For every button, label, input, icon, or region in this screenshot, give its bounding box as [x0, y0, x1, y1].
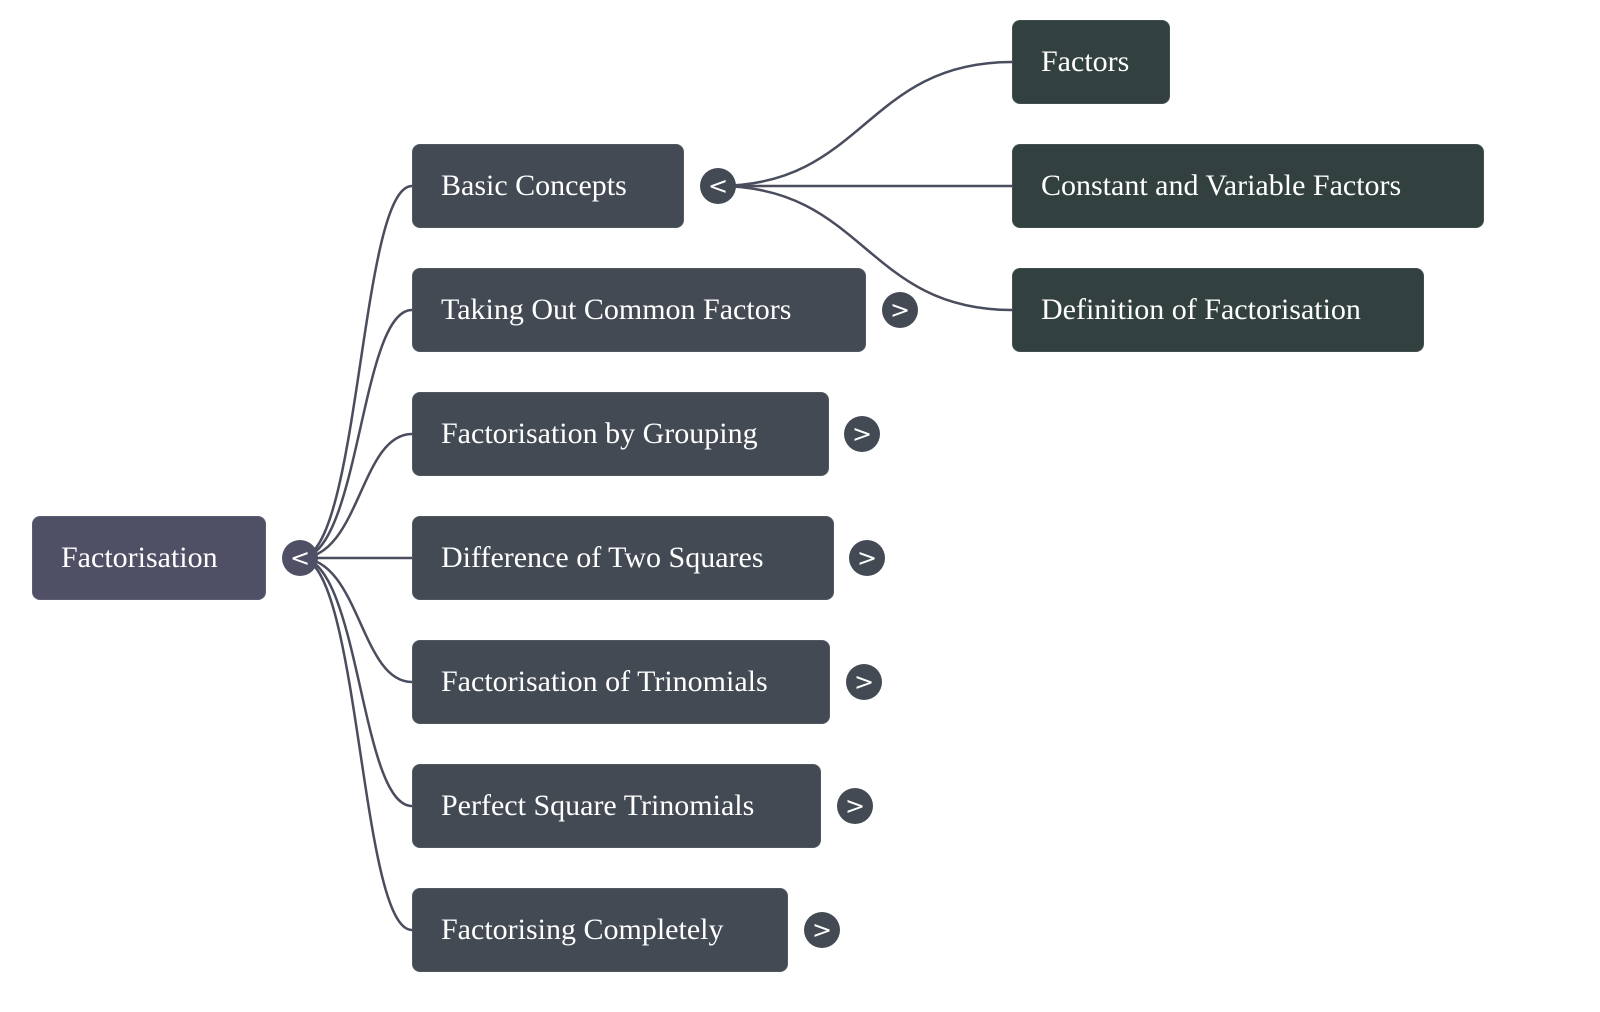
- topic-label: Taking Out Common Factors: [441, 293, 792, 326]
- link-root-to-topic: [299, 432, 413, 560]
- link-root-to-topic: [299, 556, 413, 808]
- expand-toggle-icon[interactable]: >: [804, 912, 840, 948]
- root-node-label: Factorisation: [61, 541, 218, 574]
- topic-label: Factorisation by Grouping: [441, 417, 758, 450]
- topic-node-factorising-completely[interactable]: Factorising Completely: [412, 888, 788, 972]
- expand-toggle-icon[interactable]: >: [844, 416, 880, 452]
- topic-node-factorisation-by-grouping[interactable]: Factorisation by Grouping: [412, 392, 829, 476]
- link-root-to-topic: [299, 308, 413, 560]
- link-root-to-topic: [299, 184, 413, 560]
- link-root-to-topic: [299, 556, 413, 684]
- expand-toggle-icon[interactable]: >: [846, 664, 882, 700]
- subtopic-label: Definition of Factorisation: [1041, 293, 1361, 326]
- topic-label: Basic Concepts: [441, 169, 627, 202]
- subtopic-label: Constant and Variable Factors: [1041, 169, 1402, 202]
- topic-label: Perfect Square Trinomials: [441, 789, 755, 822]
- topic-label: Difference of Two Squares: [441, 541, 764, 574]
- subtopic-node-definition-of-factorisation[interactable]: Definition of Factorisation: [1012, 268, 1424, 352]
- expand-toggle-icon[interactable]: >: [849, 540, 885, 576]
- subtopic-node-factors[interactable]: Factors: [1012, 20, 1170, 104]
- topic-node-factorisation-of-trinomials[interactable]: Factorisation of Trinomials: [412, 640, 830, 724]
- topic-node-perfect-square-trinomials[interactable]: Perfect Square Trinomials: [412, 764, 821, 848]
- root-node[interactable]: Factorisation: [32, 516, 266, 600]
- topic-node-basic-concepts[interactable]: Basic Concepts: [412, 144, 684, 228]
- topic-node-difference-of-two-squares[interactable]: Difference of Two Squares: [412, 516, 834, 600]
- topic-label: Factorising Completely: [441, 913, 724, 946]
- link-topic-to-subtopic: [717, 184, 1013, 312]
- subtopic-node-constant-and-variable-factors[interactable]: Constant and Variable Factors: [1012, 144, 1484, 228]
- link-root-to-topic: [299, 556, 413, 932]
- collapse-toggle-icon[interactable]: <: [282, 540, 318, 576]
- collapse-toggle-icon[interactable]: <: [700, 168, 736, 204]
- expand-toggle-icon[interactable]: >: [837, 788, 873, 824]
- topic-label: Factorisation of Trinomials: [441, 665, 768, 698]
- subtopic-label: Factors: [1041, 45, 1130, 78]
- expand-toggle-icon[interactable]: >: [882, 292, 918, 328]
- topic-node-taking-out-common-factors[interactable]: Taking Out Common Factors: [412, 268, 866, 352]
- link-topic-to-subtopic: [717, 60, 1013, 188]
